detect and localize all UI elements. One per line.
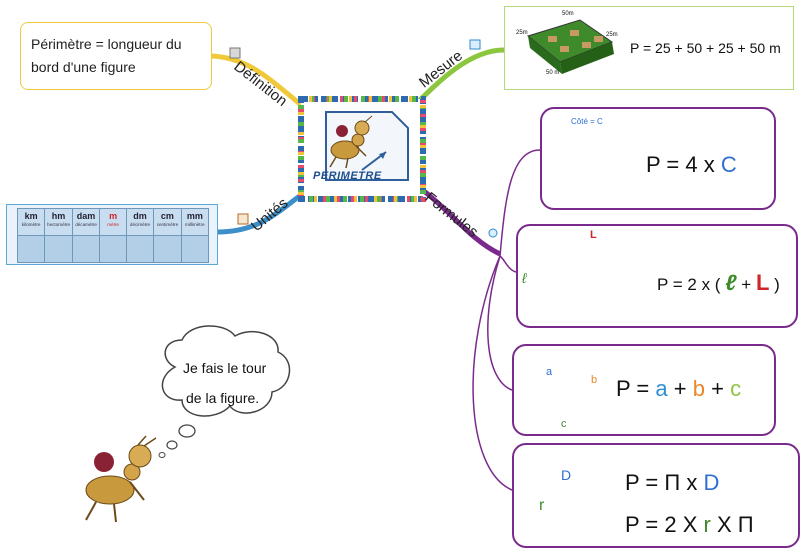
unites-table-icon bbox=[237, 213, 249, 225]
formules-connector-square bbox=[499, 149, 541, 257]
branch-formules-line bbox=[418, 185, 502, 257]
central-ant-illustration bbox=[329, 115, 373, 169]
square-side-caption: Côté = C bbox=[571, 117, 603, 126]
formules-connector-rectangle bbox=[499, 255, 517, 273]
branch-definition-line bbox=[211, 53, 307, 110]
formula-box-circle bbox=[512, 443, 800, 548]
rectangle-length-label: L bbox=[590, 229, 597, 241]
central-node-frame bbox=[298, 96, 426, 202]
cloud-text-line-2: de la figure. bbox=[186, 390, 260, 406]
field-left-dimension: 25m bbox=[516, 30, 528, 36]
cloud-text-line-1: Je fais le tour bbox=[183, 360, 267, 376]
rectangle-formula: P = 2 x ( ℓ + L ) bbox=[657, 270, 780, 295]
definition-box: Périmètre = longueur du bord d'une figur… bbox=[20, 22, 212, 90]
triangle-side-c-label: c bbox=[561, 418, 567, 430]
circle-diameter-label: D bbox=[561, 467, 572, 483]
formules-connector-triangle bbox=[487, 255, 513, 391]
field-illustration bbox=[526, 19, 614, 74]
thought-cloud bbox=[158, 325, 291, 458]
triangle-side-b-label: b bbox=[591, 374, 598, 386]
mesure-box bbox=[504, 6, 794, 90]
formula-box-rectangle bbox=[516, 224, 798, 328]
field-right-dimension: 25m bbox=[606, 32, 618, 38]
branch-unites-line bbox=[217, 189, 307, 235]
formula-box-square bbox=[540, 107, 776, 210]
field-top-dimension: 50m bbox=[562, 11, 574, 17]
ant-illustration bbox=[85, 435, 157, 523]
formules-image-icon bbox=[488, 228, 498, 238]
triangle-side-a-label: a bbox=[546, 366, 553, 378]
definition-line-2: bord d'une figure bbox=[31, 59, 136, 75]
triangle-formula: P = a + b + c bbox=[616, 376, 742, 401]
circle-formula-2: P = 2 X r X Π bbox=[625, 512, 754, 537]
rectangle-width-label: ℓ bbox=[522, 270, 527, 286]
central-title: PERIMETRE bbox=[313, 170, 382, 182]
definition-line-1: Périmètre = longueur du bbox=[31, 36, 182, 52]
square-formula-p: P = 4 x C bbox=[646, 152, 737, 177]
circle-radius-label: r bbox=[539, 497, 545, 514]
field-bottom-dimension: 50 m bbox=[546, 70, 560, 76]
mesure-formula: P = 25 + 50 + 25 + 50 m bbox=[630, 40, 781, 56]
units-value-row bbox=[16, 235, 210, 263]
definition-note-icon bbox=[229, 47, 241, 59]
circle-formula-1: P = Π x D bbox=[625, 470, 720, 495]
formules-connector-circle bbox=[472, 255, 513, 491]
formula-box-triangle bbox=[512, 344, 776, 436]
mesure-image-icon bbox=[469, 39, 481, 50]
